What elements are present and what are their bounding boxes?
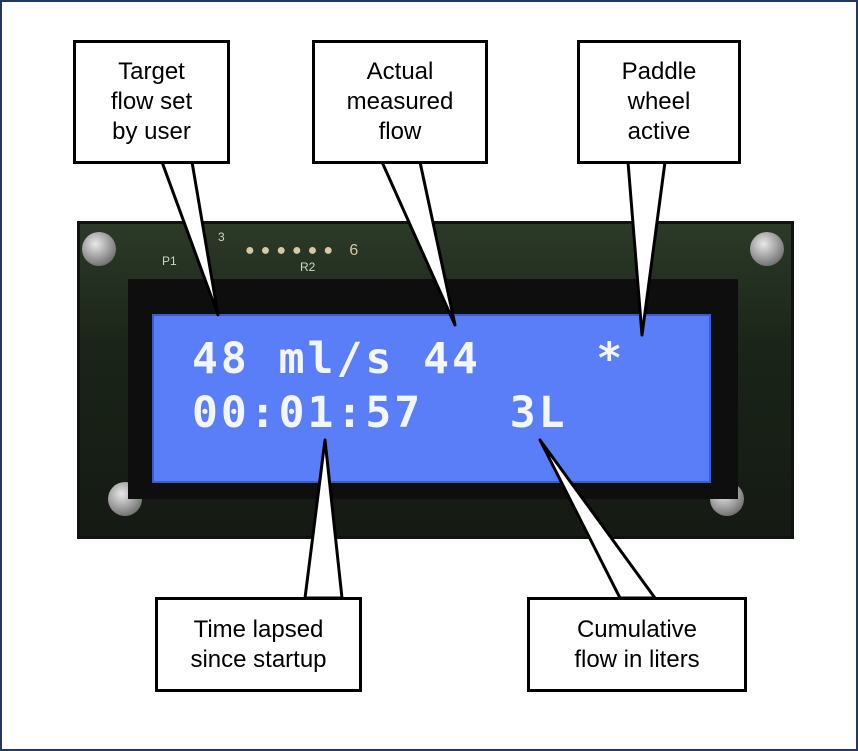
callout-time-lapsed: Time lapsed since startup [155,597,362,692]
callout-paddle-line-3: active [627,118,691,145]
header-pins: ●●●●●● 6 [245,242,365,259]
callout-actual-line-2: measured [346,88,454,115]
callout-target-flow: Target flow set by user [73,40,230,164]
silkscreen-r2: R2 [300,260,316,274]
lcd-screen: 48 ml/s 44 * 00:01:57 3L [152,314,711,483]
callout-actual-line-3: flow [378,118,422,145]
callout-actual-line-1: Actual [366,58,434,85]
screw-top-right [750,232,784,266]
silkscreen-3: 3 [218,230,225,244]
callout-time-line-1: Time lapsed [193,615,324,643]
callout-cumulative-line-2: flow in liters [574,645,700,673]
silkscreen-p1: P1 [162,254,177,268]
callout-cumulative-line-1: Cumulative [576,615,698,643]
lcd-module-photo: ●●●●●● 6 P1 R2 3 48 ml/s 44 * 00:01:57 3… [77,221,794,539]
lcd-line-1: 48 ml/s 44 * [192,334,626,384]
callout-paddle-wheel: Paddle wheel active [577,40,741,164]
callout-paddle-line-2: wheel [627,88,691,115]
callout-target-line-1: Target [118,58,185,85]
callout-time-line-2: since startup [190,645,327,673]
callout-cumulative-flow: Cumulative flow in liters [527,597,747,692]
callout-paddle-line-1: Paddle [621,58,697,85]
callout-actual-flow: Actual measured flow [312,40,488,164]
callout-target-line-3: by user [112,118,191,145]
lcd-line-2: 00:01:57 3L [192,388,568,438]
screw-top-left [82,232,116,266]
callout-target-line-2: flow set [110,88,193,115]
